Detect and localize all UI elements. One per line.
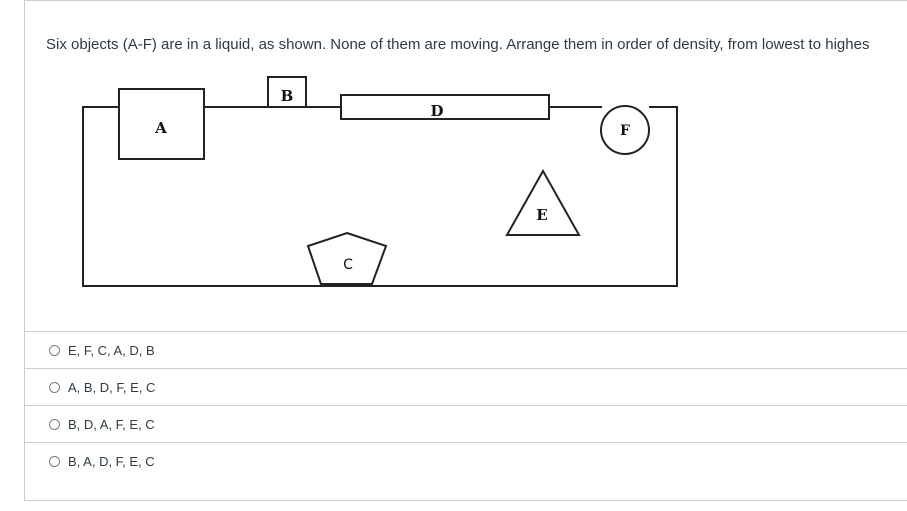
- object-c-label: C: [343, 257, 353, 273]
- answer-label: B, D, A, F, E, C: [68, 416, 155, 432]
- radio-button-icon[interactable]: [49, 381, 60, 393]
- question-text: Six objects (A-F) are in a liquid, as sh…: [46, 36, 870, 53]
- object-f-circle: [600, 105, 650, 155]
- answer-option-1[interactable]: E, F, C, A, D, B: [25, 331, 907, 368]
- object-a-square: [118, 88, 205, 160]
- object-d-label: D: [430, 102, 443, 120]
- object-e-label: E: [536, 206, 547, 224]
- object-a-label: A: [154, 119, 167, 137]
- object-c-pentagon: [306, 231, 388, 285]
- answer-list: E, F, C, A, D, B A, B, D, F, E, C B, D, …: [25, 331, 907, 479]
- object-b-square: [267, 76, 307, 108]
- answer-option-4[interactable]: B, A, D, F, E, C: [25, 442, 907, 479]
- object-b-label: B: [281, 87, 294, 105]
- answer-label: B, A, D, F, E, C: [68, 453, 155, 469]
- question-card: Six objects (A-F) are in a liquid, as sh…: [24, 0, 907, 501]
- liquid-diagram: A B D F E C: [82, 76, 678, 287]
- object-f-label: F: [620, 123, 630, 139]
- container-outline: [82, 106, 678, 287]
- object-d-bar: [340, 94, 550, 120]
- answer-option-2[interactable]: A, B, D, F, E, C: [25, 368, 907, 405]
- radio-button-icon[interactable]: [49, 344, 60, 356]
- answer-option-3[interactable]: B, D, A, F, E, C: [25, 405, 907, 442]
- container-outline-left: [82, 106, 678, 287]
- object-e-triangle: [505, 168, 581, 236]
- radio-button-icon[interactable]: [49, 455, 60, 467]
- radio-button-icon[interactable]: [49, 418, 60, 430]
- answer-label: A, B, D, F, E, C: [68, 379, 156, 395]
- answer-label: E, F, C, A, D, B: [68, 342, 155, 358]
